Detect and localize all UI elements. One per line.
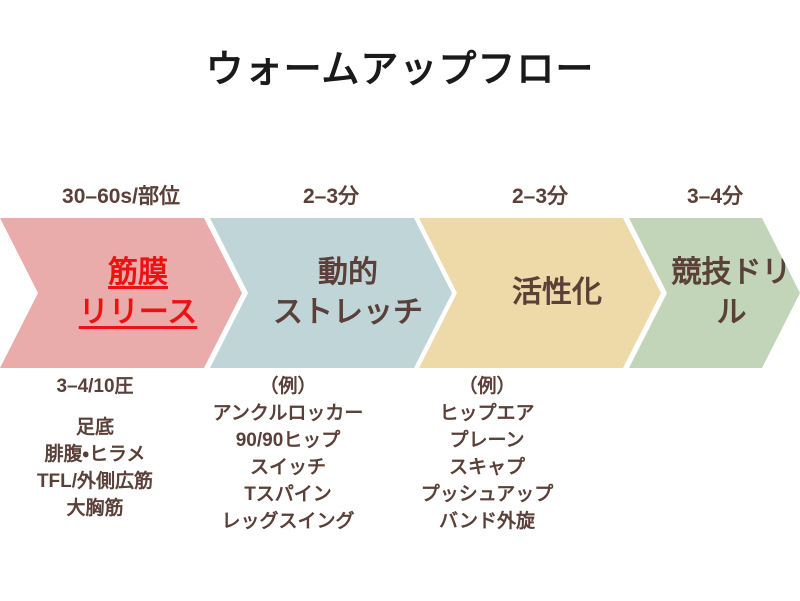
detail-item: 90/90ヒップ bbox=[235, 430, 341, 451]
chevron-label-stage-4: 競技ドリル bbox=[671, 256, 792, 329]
chevron-label-stage-1: 筋膜 リリース bbox=[78, 256, 198, 329]
detail-item: バンド外旋 bbox=[439, 511, 535, 532]
duration-label-row: 30–60s/部位 2–3分 2–3分 3–4分 bbox=[0, 183, 800, 213]
detail-item: ヒップエア bbox=[439, 403, 535, 424]
detail-item: 腓腹・ヒラメ bbox=[44, 444, 146, 465]
detail-item: スキャプ bbox=[448, 457, 525, 478]
detail-item: 大胸筋 bbox=[66, 498, 124, 519]
detail-item: スイッチ bbox=[249, 457, 326, 478]
duration-label-stage-2: 2–3分 bbox=[302, 185, 360, 208]
detail-column-stage-2: （例） アンクルロッカー 90/90ヒップスイッチ Tスパインレッグスイング bbox=[173, 374, 403, 535]
detail-column-stage-1: 3–4/10圧 足底腓腹・ヒラメ TFL/外側広筋大胸筋 bbox=[0, 374, 210, 522]
detail-item: Tスパイン bbox=[244, 484, 332, 505]
detail-item: プッシュアップ bbox=[420, 484, 554, 505]
detail-item: アンクルロッカー bbox=[212, 403, 364, 424]
chevron-flow: 筋膜 リリース 動的 ストレッチ 活性化 競技ドリル bbox=[0, 218, 800, 368]
detail-item: TFL/外側広筋 bbox=[36, 471, 154, 492]
duration-label-stage-3: 2–3分 bbox=[511, 185, 569, 208]
detail-column-stage-3: （例） ヒップエアプレーンスキャププッシュアップバンド外旋 bbox=[372, 374, 602, 535]
page-title: ウォームアップフロー bbox=[205, 49, 595, 91]
detail-head-stage-3: （例） bbox=[458, 376, 516, 397]
detail-item: レッグスイング bbox=[221, 511, 355, 532]
detail-list-stage-2: アンクルロッカー 90/90ヒップスイッチ Tスパインレッグスイング bbox=[173, 400, 403, 535]
detail-list-stage-1: 足底腓腹・ヒラメ TFL/外側広筋大胸筋 bbox=[0, 414, 210, 522]
chevron-label-stage-2: 動的 ストレッチ bbox=[273, 256, 423, 329]
detail-head-stage-1: 3–4/10圧 bbox=[56, 376, 134, 397]
detail-column-row: 3–4/10圧 足底腓腹・ヒラメ TFL/外側広筋大胸筋 （例） アンクルロッカー… bbox=[0, 374, 800, 564]
chevron-stage-3[interactable]: 活性化 bbox=[419, 218, 661, 368]
chevron-label-stage-3: 活性化 bbox=[512, 276, 602, 310]
duration-label-stage-1: 30–60s/部位 bbox=[62, 185, 180, 208]
detail-item: 足底 bbox=[75, 417, 114, 438]
chevron-stage-2[interactable]: 動的 ストレッチ bbox=[210, 218, 452, 368]
detail-head-stage-2: （例） bbox=[259, 376, 317, 397]
chevron-stage-1[interactable]: 筋膜 リリース bbox=[0, 218, 242, 368]
detail-item: プレーン bbox=[449, 430, 525, 451]
detail-list-stage-3: ヒップエアプレーンスキャププッシュアップバンド外旋 bbox=[372, 400, 602, 535]
duration-label-stage-4: 3–4分 bbox=[686, 185, 744, 208]
